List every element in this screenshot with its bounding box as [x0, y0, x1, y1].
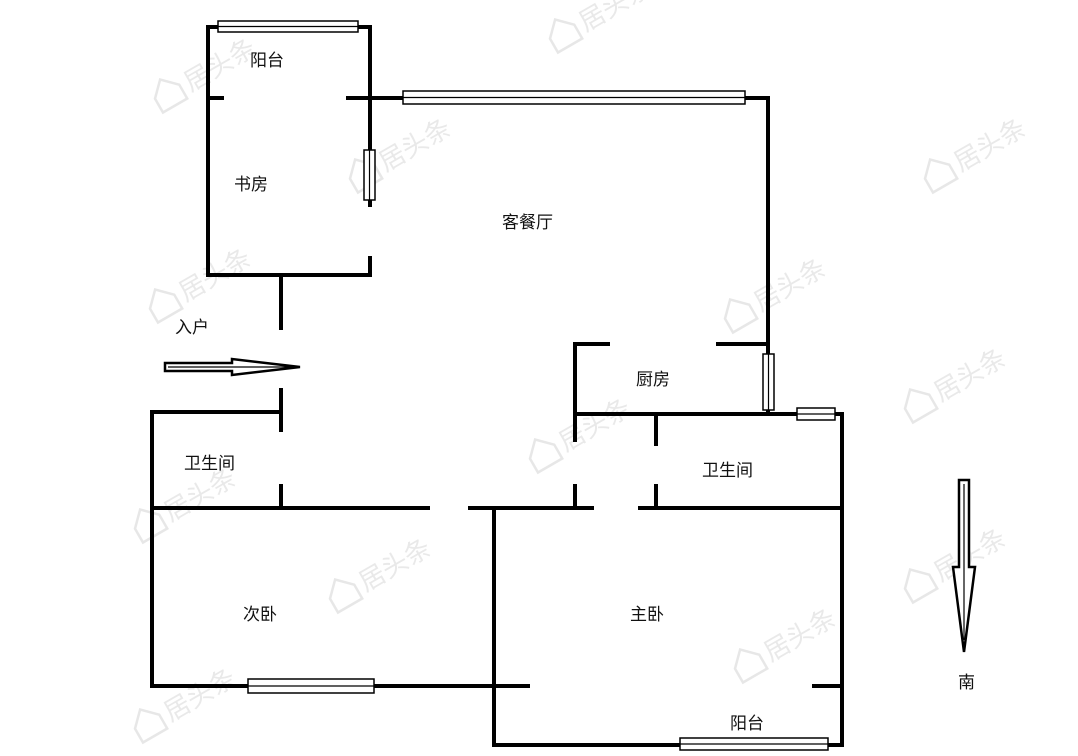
house-logo-icon [923, 158, 959, 195]
watermark-text: 居头条 [574, 0, 657, 38]
house-logo-icon [723, 298, 759, 335]
label-second-bedroom: 次卧 [243, 605, 277, 625]
house-logo-icon [153, 78, 189, 115]
house-logo-icon [903, 568, 939, 605]
house-logo-icon [733, 648, 769, 685]
house-logo-icon [148, 288, 184, 325]
watermark: 居头条 [548, 0, 657, 55]
label-bathroom-left: 卫生间 [184, 454, 235, 474]
label-living-dining: 客餐厅 [502, 213, 553, 233]
watermark: 居头条 [528, 393, 637, 475]
house-logo-icon [528, 438, 564, 475]
watermark: 居头条 [148, 243, 257, 325]
windows [217, 20, 836, 751]
house-logo-icon [133, 708, 169, 745]
walls [150, 25, 844, 747]
room-labels: 阳台 书房 客餐厅 入户 厨房 卫生间 卫生间 次卧 主卧 阳台 南 [175, 51, 975, 734]
watermark-text: 居头条 [554, 393, 637, 458]
watermark-layer: 居头条 居头条 居头条 居头条 居头条 居头条 居头条 居头条 [133, 0, 1032, 745]
window-bath-right-north [796, 407, 836, 421]
label-bathroom-right: 卫生间 [702, 461, 753, 481]
watermark: 居头条 [923, 113, 1032, 195]
house-logo-icon [348, 158, 384, 195]
window-study-east [363, 149, 376, 201]
watermark: 居头条 [903, 523, 1012, 605]
house-logo-icon [328, 578, 364, 615]
south-arrow-icon [951, 478, 977, 653]
house-logo-icon [903, 388, 939, 425]
watermark: 居头条 [903, 343, 1012, 425]
house-logo-icon [548, 18, 584, 55]
watermark-text: 居头条 [374, 113, 457, 178]
watermark: 居头条 [723, 253, 832, 335]
watermark-text: 居头条 [749, 253, 832, 318]
entrance-arrow-icon [163, 357, 301, 377]
house-logo-icon [133, 508, 169, 545]
label-entrance: 入户 [175, 318, 209, 338]
watermark-text: 居头条 [949, 113, 1032, 178]
label-balcony-south: 阳台 [730, 714, 764, 734]
watermark-text: 居头条 [159, 663, 242, 728]
label-kitchen: 厨房 [636, 370, 670, 390]
watermark: 居头条 [153, 33, 262, 115]
window-kitchen-east [762, 353, 775, 411]
window-balcony-north [217, 20, 359, 33]
watermark: 居头条 [348, 113, 457, 195]
window-living-north [402, 90, 746, 105]
window-master-balcony-south [679, 737, 829, 751]
watermark: 居头条 [328, 533, 437, 615]
watermark-text: 居头条 [759, 603, 842, 668]
label-master-bedroom: 主卧 [630, 605, 664, 625]
watermark-text: 居头条 [929, 343, 1012, 408]
label-balcony-north: 阳台 [250, 51, 284, 71]
label-study: 书房 [234, 175, 268, 195]
watermark-text: 居头条 [354, 533, 437, 598]
window-second-bed-south [247, 678, 375, 694]
watermark: 居头条 [133, 663, 242, 745]
compass-label: 南 [958, 673, 975, 693]
watermark: 居头条 [733, 603, 842, 685]
